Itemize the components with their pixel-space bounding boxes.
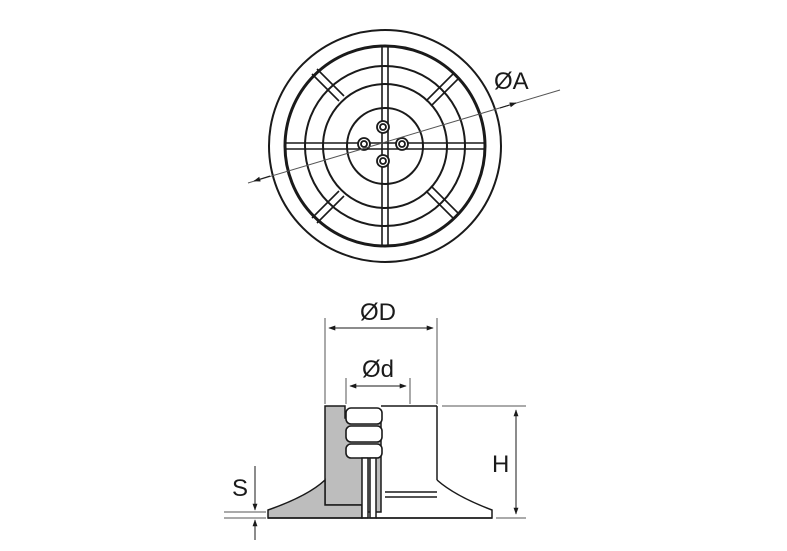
height-label: H [492,451,509,478]
hole-bottom [376,154,390,168]
diameter-a-dimension: ØA [247,68,561,184]
radial-ribs [285,46,485,246]
top-view [268,29,502,263]
ring-3 [304,65,466,227]
thickness-dimension [224,466,266,540]
diameter-d-outer-label: ØD [360,299,396,326]
hole-left [357,137,371,151]
outer-rim-circle [268,29,502,263]
hole-top [376,120,390,134]
inner-rim-circle [283,44,487,248]
diameter-d-inner-dimension [345,378,411,404]
height-dimension [442,405,526,519]
thickness-label: S [232,475,248,502]
hole-right [395,137,409,151]
diameter-d-outer-dimension [324,318,438,404]
center-holes [357,120,409,168]
hub-discs [345,407,383,459]
diameter-a-label: ØA [494,68,529,95]
side-view: ØD Ød H S [224,299,526,540]
ring-2 [322,83,448,209]
diameter-d-inner-label: Ød [362,356,394,383]
outline-right-half [268,405,493,519]
ring-1 [346,107,424,185]
